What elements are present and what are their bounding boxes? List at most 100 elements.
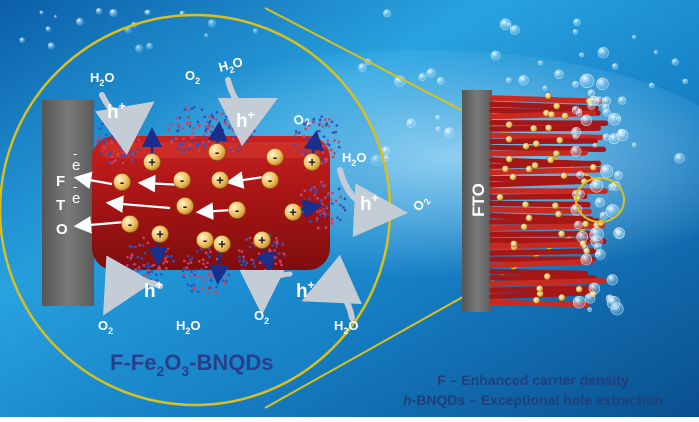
bnqd-atom (316, 217, 319, 220)
bnqd-atom (206, 292, 209, 295)
bnqd-atom (270, 260, 273, 263)
bnqd-atom (238, 137, 241, 140)
bnqd-atom (230, 106, 233, 109)
bnqd-atom (327, 192, 330, 195)
carrier-sign: - (273, 150, 277, 165)
bubble (444, 128, 454, 138)
charge-particle (552, 202, 559, 209)
bnqd-atom (201, 275, 204, 278)
bnqd-atom (208, 274, 211, 277)
oxygen-bubble (607, 275, 618, 286)
bnqd-atom (146, 241, 149, 244)
bnqd-atom (244, 264, 247, 267)
bnqd-atom (331, 121, 334, 124)
bnqd-atom (209, 135, 212, 138)
bnqd-atom (114, 126, 117, 129)
bnqd-atom (195, 269, 198, 272)
bnqd-atom (105, 133, 108, 136)
bnqd-atom (107, 125, 110, 128)
bubble (675, 153, 685, 163)
bnqd-atom (187, 116, 190, 119)
charge-particle (510, 174, 517, 181)
bnqd-atom (273, 256, 276, 259)
bnqd-atom (201, 108, 204, 111)
carrier-sign: - (180, 173, 184, 188)
bnqd-atom (170, 123, 173, 126)
bnqd-atom (208, 140, 211, 143)
bnqd-atom (327, 125, 330, 128)
bubble (407, 119, 416, 128)
electron-minus-2: - (73, 179, 77, 194)
electron-carrier: - (267, 149, 284, 166)
bubble (419, 73, 426, 80)
bnqd-atom (189, 125, 192, 128)
bnqd-atom (166, 261, 169, 264)
bnqd-atom (214, 291, 217, 294)
bubble (573, 29, 578, 34)
oxygen-bubble (588, 90, 595, 97)
bnqd-atom (175, 138, 178, 141)
oxygen-bubble (618, 97, 626, 105)
oxygen-bubble (602, 104, 609, 111)
bnqd-atom (247, 273, 250, 276)
oxygen-bubble (600, 165, 612, 177)
bubble (519, 75, 529, 85)
bnqd-atom (177, 129, 180, 132)
nanorod (492, 241, 604, 242)
bnqd-atom (268, 248, 271, 251)
nanorod (492, 244, 586, 247)
bnqd-atom (193, 127, 196, 130)
bnqd-atom (147, 266, 150, 269)
charge-particle (506, 136, 513, 143)
oxygen-bubble (589, 283, 600, 294)
bnqd-atom (137, 130, 140, 133)
nanorod (492, 221, 597, 222)
charge-particle (522, 201, 529, 208)
bubble (144, 10, 149, 15)
bnqd-atom (130, 253, 133, 256)
hole-carrier: + (214, 236, 231, 253)
bnqd-atom (324, 215, 327, 218)
bnqd-atom (244, 135, 247, 138)
fto-letter-o: O (56, 221, 68, 238)
bnqd-atom (131, 246, 134, 249)
bnqd-atom (182, 137, 185, 140)
bnqd-atom (153, 264, 156, 267)
bnqd-atom (191, 107, 194, 110)
bnqd-atom (306, 202, 309, 205)
bnqd-atom (233, 121, 236, 124)
carrier-sign: + (308, 155, 316, 170)
bnqd-atom (331, 222, 334, 225)
bnqd-atom (204, 142, 207, 145)
bnqd-atom (138, 139, 141, 142)
bubble (632, 143, 636, 147)
bnqd-atom (199, 142, 202, 145)
bnqd-atom (312, 121, 315, 124)
bnqd-atom (335, 200, 338, 203)
charge-particle (576, 286, 583, 293)
bnqd-atom (243, 259, 246, 262)
bubble (573, 19, 580, 26)
bnqd-atom (204, 125, 207, 128)
bnqd-atom (133, 263, 136, 266)
bnqd-atom (112, 124, 115, 127)
bnqd-atom (207, 125, 210, 128)
carrier-sign: - (235, 203, 239, 218)
electron-carrier: - (209, 144, 226, 161)
bnqd-atom (105, 138, 108, 141)
bnqd-atom (198, 149, 201, 152)
bnqd-atom (249, 237, 252, 240)
bnqd-atom (190, 261, 193, 264)
bnqd-atom (283, 253, 286, 256)
bnqd-atom (183, 267, 186, 270)
oxygen-bubble (577, 231, 588, 242)
bnqd-atom (316, 210, 319, 213)
nanorod (492, 272, 585, 274)
bnqd-atom (215, 267, 218, 270)
bnqd-atom (209, 287, 212, 290)
bnqd-atom (224, 119, 227, 122)
bnqd-atom (208, 115, 211, 118)
bnqd-atom (333, 139, 336, 142)
bubble (598, 47, 609, 58)
bnqd-atom (253, 130, 256, 133)
